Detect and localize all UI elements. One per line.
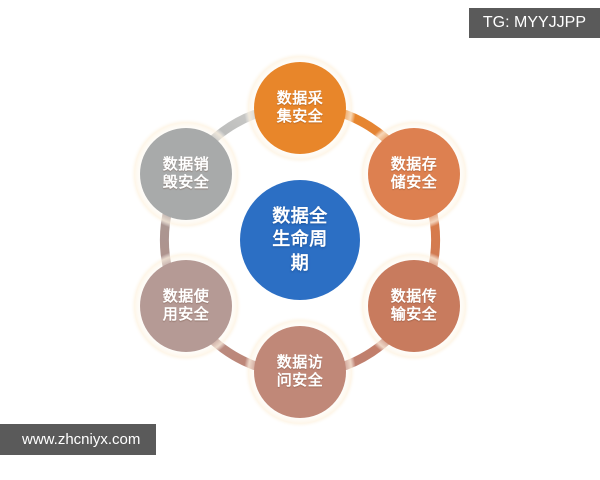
node-usage-circle[interactable] <box>140 260 232 352</box>
node-collection-circle[interactable] <box>254 62 346 154</box>
telegram-tag-badge: TG: MYYJJPP <box>468 8 600 38</box>
node-access-circle[interactable] <box>254 326 346 418</box>
node-storage-circle[interactable] <box>368 128 460 220</box>
node-destruction-circle[interactable] <box>140 128 232 220</box>
center-hub-circle[interactable] <box>240 180 360 300</box>
node-transmission-circle[interactable] <box>368 260 460 352</box>
satellite-nodes <box>140 62 460 418</box>
website-watermark: www.zhcniyx.com <box>0 424 157 455</box>
